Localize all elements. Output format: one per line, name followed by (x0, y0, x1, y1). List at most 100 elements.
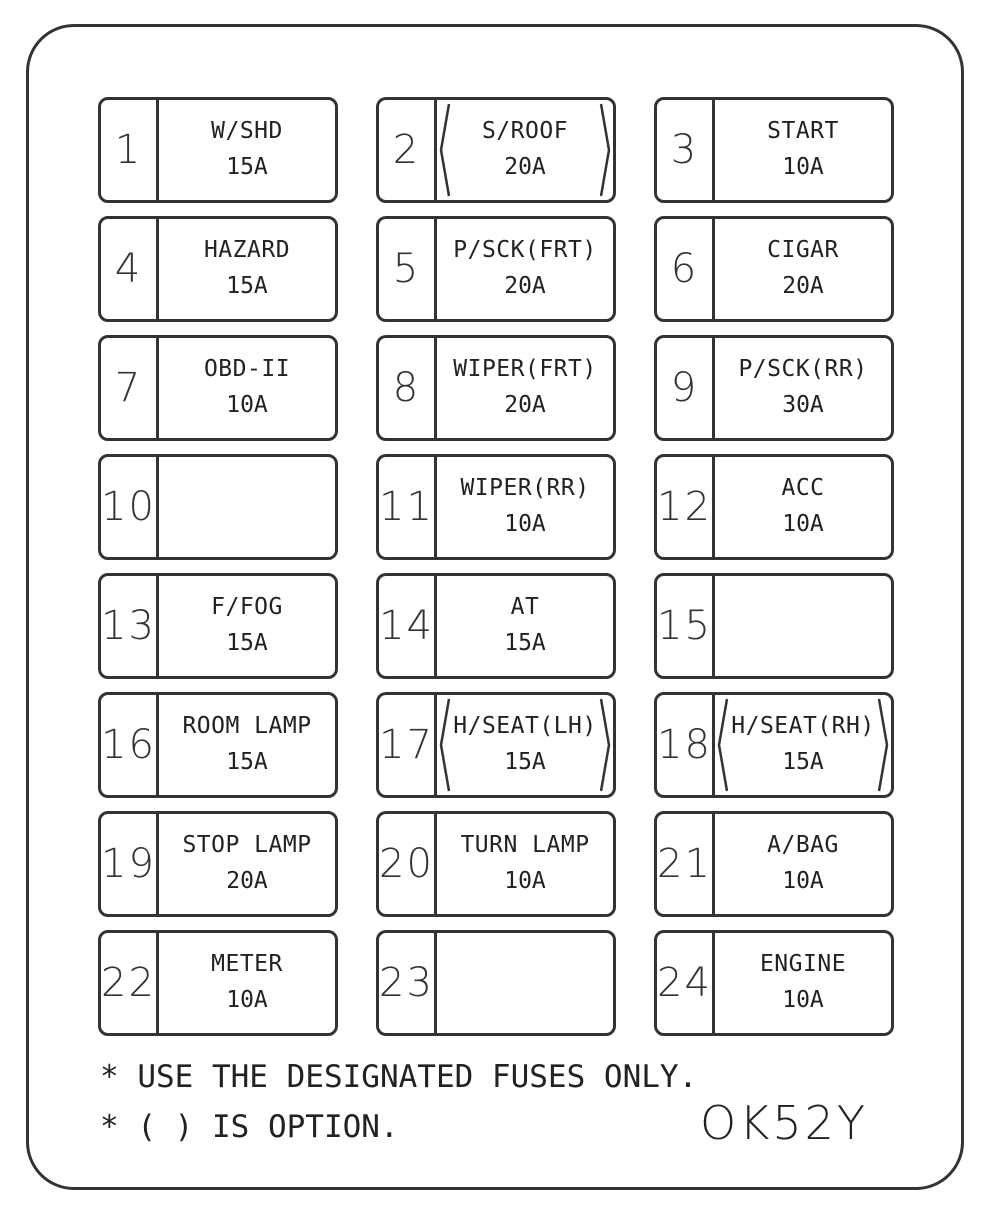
fuse-label: ACC 10A (715, 457, 891, 557)
fuse-8: 8 WIPER(FRT) 20A (376, 335, 616, 441)
fuse-name: A/BAG (767, 832, 839, 858)
left-bracket (717, 698, 729, 792)
fuse-number: 8 (379, 338, 437, 438)
fuse-name: ACC (781, 475, 825, 501)
fuse-label: ENGINE 10A (715, 933, 891, 1033)
fuse-number: 9 (657, 338, 715, 438)
fuse-number: 3 (657, 100, 715, 200)
fuse-number: 17 (379, 695, 437, 795)
fuse-4: 4 HAZARD 15A (98, 216, 338, 322)
fuse-label: S/ROOF 20A (437, 100, 613, 200)
fuse-name: WIPER(FRT) (453, 356, 597, 382)
fuse-amperage: 15A (504, 630, 546, 656)
fuse-number: 7 (101, 338, 159, 438)
fuse-name: F/FOG (211, 594, 283, 620)
fuse-number: 19 (101, 814, 159, 914)
right-bracket (599, 103, 611, 197)
right-bracket (877, 698, 889, 792)
fuse-label (437, 933, 613, 1033)
fuse-23: 23 (376, 930, 616, 1036)
fuse-amperage: 10A (504, 868, 546, 894)
fuse-name: HAZARD (203, 237, 291, 263)
fuse-amperage: 15A (782, 749, 824, 775)
fuse-name: STOP LAMP (182, 832, 312, 858)
fuse-amperage: 15A (226, 630, 268, 656)
fuse-name: METER (211, 951, 283, 977)
fuse-label: WIPER(RR)10A (437, 457, 613, 557)
left-bracket (439, 698, 451, 792)
fuse-number: 16 (101, 695, 159, 795)
fuse-number: 23 (379, 933, 437, 1033)
part-code: OK52Y (700, 1096, 869, 1150)
right-bracket (599, 698, 611, 792)
fuse-label: WIPER(FRT) 20A (437, 338, 613, 438)
fuse-amperage: 10A (782, 511, 824, 537)
fuse-number: 10 (101, 457, 159, 557)
fuse-number: 11 (379, 457, 437, 557)
fuse-number: 14 (379, 576, 437, 676)
fuse-number: 20 (379, 814, 437, 914)
fuse-name: H/SEAT(RH) (731, 713, 875, 739)
fuse-number: 5 (379, 219, 437, 319)
fuse-amperage: 10A (226, 392, 268, 418)
fuse-label (159, 457, 335, 557)
fuse-13: 13 F/FOG 15A (98, 573, 338, 679)
fuse-amperage: 20A (504, 392, 546, 418)
fuse-amperage: 15A (226, 273, 268, 299)
fuse-21: 21 A/BAG 10A (654, 811, 894, 917)
fuse-18: 18 H/SEAT(RH) 15A (654, 692, 894, 798)
fuse-number: 13 (101, 576, 159, 676)
fuse-number: 6 (657, 219, 715, 319)
fuse-number: 22 (101, 933, 159, 1033)
fuse-name: ENGINE (759, 951, 847, 977)
fuse-name: OBD-II (203, 356, 291, 382)
fuse-label: A/BAG 10A (715, 814, 891, 914)
fuse-name: CIGAR (767, 237, 839, 263)
fuse-label (715, 576, 891, 676)
fuse-label: P/SCK(RR)30A (715, 338, 891, 438)
fuse-number: 4 (101, 219, 159, 319)
fuse-amperage: 15A (226, 749, 268, 775)
fuse-name: P/SCK(RR) (738, 356, 868, 382)
fuse-label: P/SCK(FRT)20A (437, 219, 613, 319)
fuse-label: F/FOG 15A (159, 576, 335, 676)
fuse-number: 24 (657, 933, 715, 1033)
fuse-14: 14 AT 15A (376, 573, 616, 679)
fuse-name: S/ROOF (481, 118, 569, 144)
fuse-label: H/SEAT(LH)15A (437, 695, 613, 795)
fuse-amperage: 20A (504, 154, 546, 180)
fuse-22: 22 METER 10A (98, 930, 338, 1036)
fuse-amperage: 10A (782, 987, 824, 1013)
left-bracket (439, 103, 451, 197)
fuse-label: METER 10A (159, 933, 335, 1033)
fuse-name: AT (510, 594, 540, 620)
fuse-number: 1 (101, 100, 159, 200)
note-option: * ( ) IS OPTION. (100, 1109, 399, 1145)
note-designated-fuses: * USE THE DESIGNATED FUSES ONLY. (100, 1059, 698, 1095)
fuse-7: 7 OBD-II 10A (98, 335, 338, 441)
fuse-amperage: 20A (504, 273, 546, 299)
fuse-label: AT 15A (437, 576, 613, 676)
fuse-24: 24 ENGINE 10A (654, 930, 894, 1036)
fuse-amperage: 10A (782, 868, 824, 894)
fuse-label: OBD-II 10A (159, 338, 335, 438)
fuse-number: 21 (657, 814, 715, 914)
fuse-number: 12 (657, 457, 715, 557)
fuse-amperage: 10A (226, 987, 268, 1013)
fuse-15: 15 (654, 573, 894, 679)
fuse-label: HAZARD 15A (159, 219, 335, 319)
fuse-number: 18 (657, 695, 715, 795)
